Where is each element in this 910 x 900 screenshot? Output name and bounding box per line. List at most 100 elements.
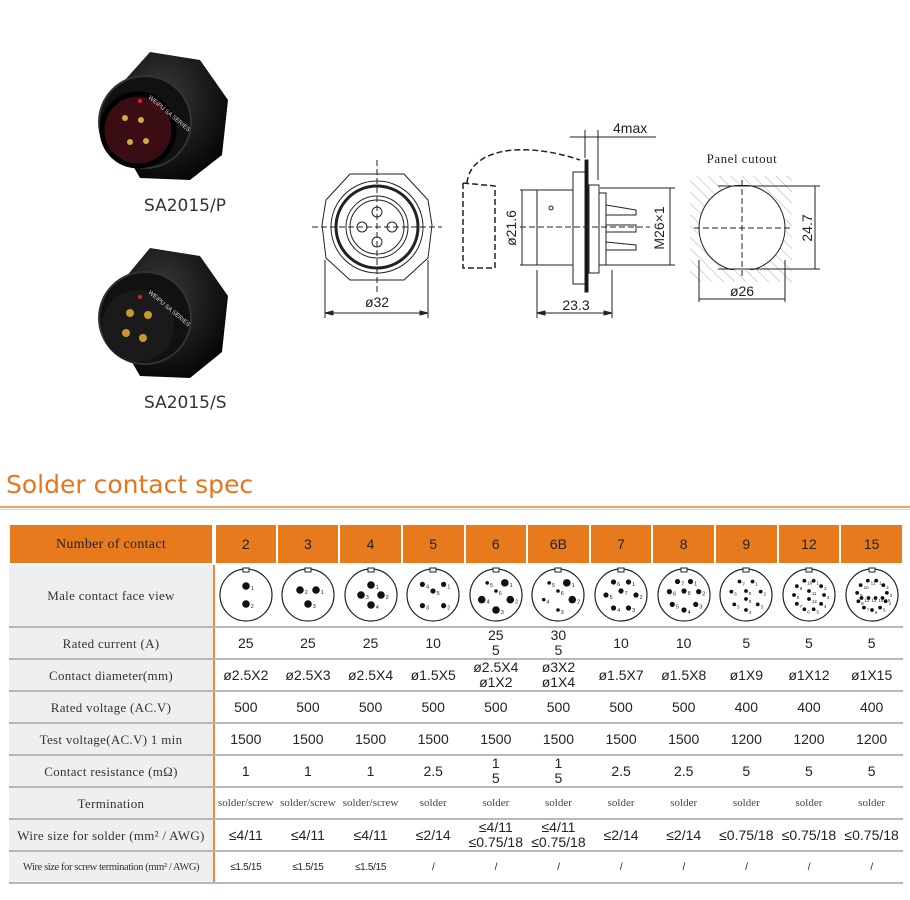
contact-pin [366, 601, 375, 609]
pin-number: 2 [305, 590, 308, 596]
dim-length: 23.3 [562, 297, 589, 313]
pin-number: 3 [426, 606, 429, 612]
cell-current: 5 [777, 627, 841, 660]
cell-resistance: 5 [715, 755, 778, 788]
contact-count-header: 9 [714, 523, 779, 565]
pin-number: 12 [812, 599, 818, 604]
pin-number: 4 [824, 604, 827, 609]
cell-voltage: 500 [401, 691, 465, 724]
dim-cutout-flat: 24.7 [799, 214, 815, 241]
contact-pin [681, 588, 687, 594]
cell-wire-screw: / [401, 851, 465, 884]
contact-pin [556, 608, 561, 612]
dim-panel-thickness: 4max [613, 120, 647, 136]
contact-pin [692, 601, 699, 607]
cell-termination: solder [464, 787, 528, 820]
row-label-header: Number of contact [8, 523, 216, 565]
contact-pin [883, 599, 888, 604]
dim-cutout-diameter: ø26 [730, 283, 754, 299]
contact-pin [819, 584, 823, 589]
cell-termination: solder/screw [214, 787, 277, 820]
contact-pin [822, 593, 826, 597]
pin-number: 14 [878, 598, 884, 603]
row-label-diameter: Contact diameter(mm) [9, 659, 215, 692]
cell-diameter: ø1X12 [777, 659, 841, 692]
cell-voltage: 500 [464, 691, 528, 724]
cell-voltage: 400 [777, 691, 841, 724]
cell-termination: solder [589, 787, 653, 820]
dim-body-diameter: ø21.6 [503, 210, 519, 246]
row-label-voltage: Rated voltage (AC.V) [9, 691, 215, 724]
contact-pin [861, 605, 866, 610]
cell-voltage: 400 [715, 691, 778, 724]
contact-pin [744, 597, 749, 601]
row-label-current: Rated current (A) [9, 627, 215, 660]
cell-wire-solder: ≤0.75/18 [715, 819, 778, 852]
contact-count-header: 7 [588, 523, 654, 565]
pin-number: 2 [515, 600, 518, 606]
pin-number: 2 [886, 585, 889, 590]
contact-pin [859, 596, 864, 600]
cell-wire-solder: ≤4/11 ≤0.75/18 [527, 819, 590, 852]
face-outline [281, 568, 335, 622]
pin-number: 1 [447, 584, 450, 590]
row-label-test: Test voltage(AC.V) 1 min [9, 723, 215, 756]
contact-count-header: 2 [213, 523, 278, 565]
cell-voltage: 500 [276, 691, 340, 724]
contact-pin [441, 581, 447, 587]
contact-pin [807, 597, 811, 601]
pin-number: 6 [875, 610, 878, 615]
pin-number: 9 [860, 593, 863, 598]
cell-resistance: 2.5 [589, 755, 653, 788]
pin-number: 3 [699, 604, 702, 610]
cell-wire-screw: / [715, 851, 778, 884]
cell-voltage: 500 [589, 691, 653, 724]
pin-number: 1 [756, 581, 759, 586]
contact-pin [485, 581, 489, 585]
contact-count-header: 6B [526, 523, 591, 565]
pin-number: 4 [547, 600, 550, 606]
contact-pin [506, 595, 514, 604]
cell-diameter: ø1.5X7 [589, 659, 653, 692]
key-notch-icon [367, 567, 375, 573]
contact-count-header: 5 [400, 523, 466, 565]
product-photo-female: WEIPU SA SERIES [98, 248, 228, 378]
title-divider-shadow [0, 509, 910, 510]
contact-pin [819, 601, 823, 606]
contact-pin [477, 595, 486, 604]
row-label-resistance: Contact resistance (mΩ) [9, 755, 215, 788]
face-outline [219, 568, 273, 622]
cell-termination: solder/screw [339, 787, 402, 820]
cell-wire-screw: ≤1.5/15 [339, 851, 402, 884]
cell-diameter: ø1X9 [715, 659, 778, 692]
contact-pin [873, 578, 878, 583]
contact-pin [625, 605, 632, 611]
front-view-drawing [312, 160, 442, 318]
contact-pin [242, 600, 250, 608]
row-label-termination: Termination [9, 787, 215, 820]
face-outline [531, 568, 586, 622]
cell-current: 25 [339, 627, 402, 660]
cell-test: 1500 [527, 723, 590, 756]
table-row-wire-solder: Wire size for solder (mm² / AWG)≤4/11≤4/… [9, 819, 903, 852]
contact-pin [756, 602, 760, 607]
key-notch-icon [304, 567, 312, 573]
pin-number: 3 [561, 610, 564, 616]
cell-wire-screw: / [840, 851, 903, 884]
contact-pin [802, 578, 807, 583]
contact-pin [687, 578, 693, 585]
cell-current: 25 5 [464, 627, 528, 660]
pin-number: 3 [313, 604, 316, 610]
